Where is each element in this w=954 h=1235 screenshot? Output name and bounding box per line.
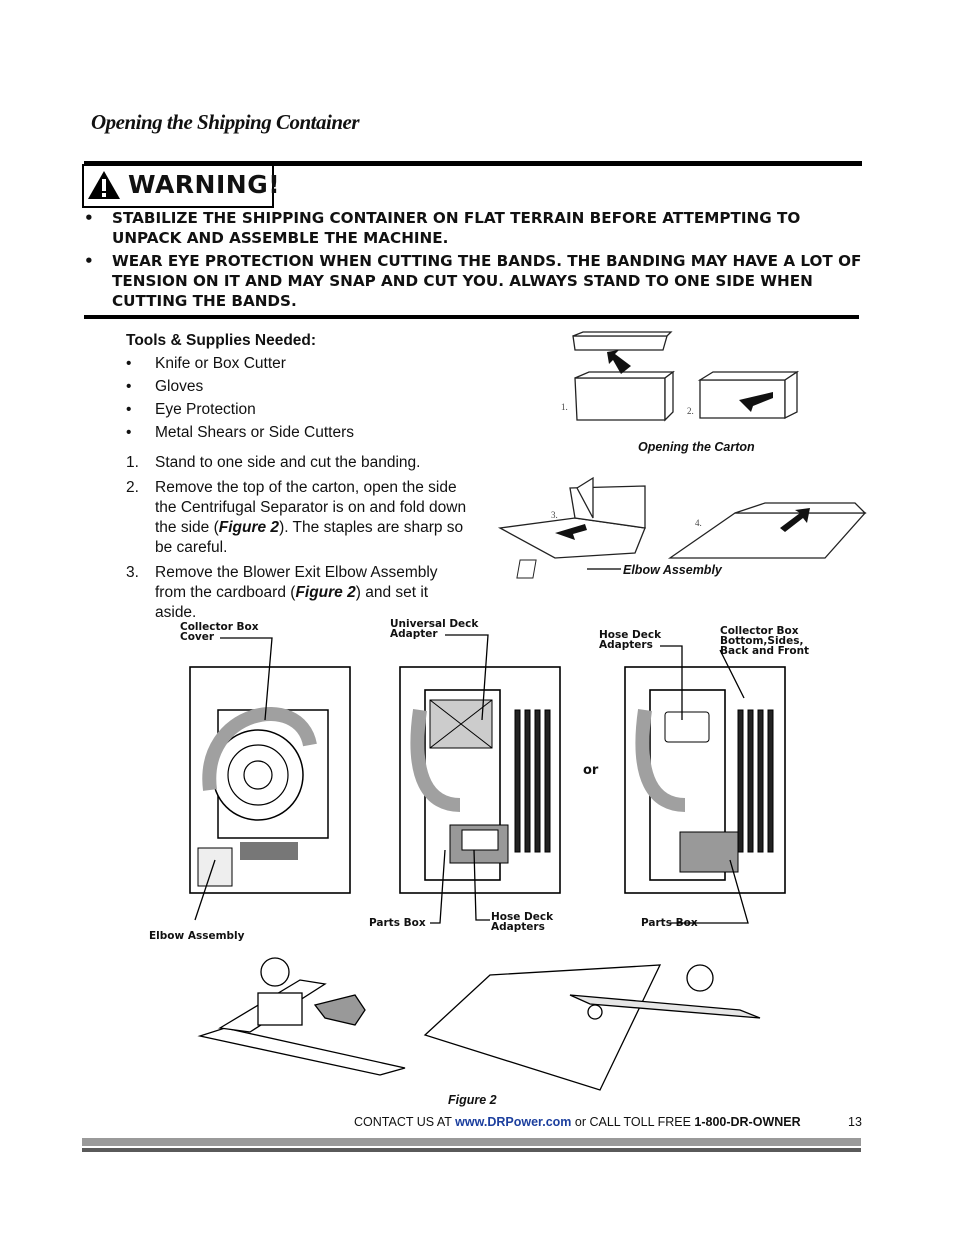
- step-item: 1.Stand to one side and cut the banding.: [126, 454, 421, 471]
- warning-top-rule: [84, 161, 862, 166]
- page-number: 13: [848, 1115, 862, 1129]
- parts-box-label: Parts Box: [369, 917, 426, 929]
- panel-box-layout: [410, 689, 551, 881]
- carton-caption: Opening the Carton: [638, 440, 755, 454]
- phone-number: 1-800-DR-OWNER: [694, 1115, 801, 1129]
- steps-list: 1.Stand to one side and cut the banding.…: [126, 453, 471, 628]
- warning-bottom-rule: [84, 315, 859, 319]
- bullet-icon: •: [126, 355, 132, 372]
- tools-item: •Knife or Box Cutter: [126, 355, 286, 372]
- footer-rule: [82, 1138, 861, 1152]
- bullet-icon: •: [126, 378, 132, 395]
- tools-heading: Tools & Supplies Needed:: [126, 332, 317, 349]
- packing-layout-illustration: [189, 634, 786, 1091]
- warning-item: •STABILIZE THE SHIPPING CONTAINER ON FLA…: [84, 209, 801, 247]
- bullet-icon: •: [84, 252, 94, 270]
- panel-box-layout-alt: [635, 689, 774, 881]
- step-item: 2.Remove the top of the carton, open the…: [126, 479, 467, 556]
- figure-reference: Figure 2: [218, 519, 280, 536]
- universal-deck-adapter-label: Universal Deck Adapter: [390, 618, 479, 640]
- elbow-assembly-caption: Elbow Assembly: [623, 563, 722, 577]
- collector-box-parts-label: Collector Box Bottom,Sides, Back and Fro…: [720, 625, 810, 657]
- hose-deck-adapters-label: Hose Deck Adapters: [599, 629, 662, 651]
- bullet-icon: •: [84, 209, 94, 227]
- or-label: or: [583, 763, 599, 778]
- hose-deck-adapters-label: Hose Deck Adapters: [491, 911, 554, 933]
- warning-label: WARNING!: [128, 170, 281, 199]
- parts-box-label: Parts Box: [641, 917, 698, 929]
- warning-list: •STABILIZE THE SHIPPING CONTAINER ON FLA…: [84, 208, 864, 314]
- tools-item: •Eye Protection: [126, 401, 256, 418]
- tools-list: •Knife or Box Cutter •Gloves •Eye Protec…: [126, 354, 354, 446]
- step-number: 1.: [561, 402, 568, 412]
- website-link[interactable]: www.DRPower.com: [455, 1115, 572, 1129]
- bullet-icon: •: [126, 401, 132, 418]
- figure-reference: Figure 2: [295, 584, 356, 601]
- collector-box-cover-label: Collector Box Cover: [180, 621, 259, 643]
- tools-item: •Gloves: [126, 378, 204, 395]
- step-item: 3.Remove the Blower Exit Elbow Assembly …: [126, 564, 438, 621]
- warning-label-box: [82, 164, 274, 208]
- step-number: 2.: [687, 406, 694, 416]
- tools-item: •Metal Shears or Side Cutters: [126, 424, 355, 441]
- step-number: 3.: [551, 510, 558, 520]
- bullet-icon: •: [126, 424, 132, 441]
- figure-caption: Figure 2: [448, 1093, 497, 1107]
- step-number: 4.: [695, 518, 702, 528]
- section-title: Opening the Shipping Container: [91, 110, 360, 134]
- warning-item: •WEAR EYE PROTECTION WHEN CUTTING THE BA…: [84, 252, 862, 310]
- footer-contact: CONTACT US AT www.DRPower.com or CALL TO…: [354, 1115, 801, 1129]
- panel-separator: [197, 706, 329, 887]
- elbow-assembly-label: Elbow Assembly: [149, 930, 245, 942]
- warning-triangle-icon: [88, 171, 120, 199]
- opening-carton-illustration: 1. 2. 3. 4.: [497, 331, 867, 579]
